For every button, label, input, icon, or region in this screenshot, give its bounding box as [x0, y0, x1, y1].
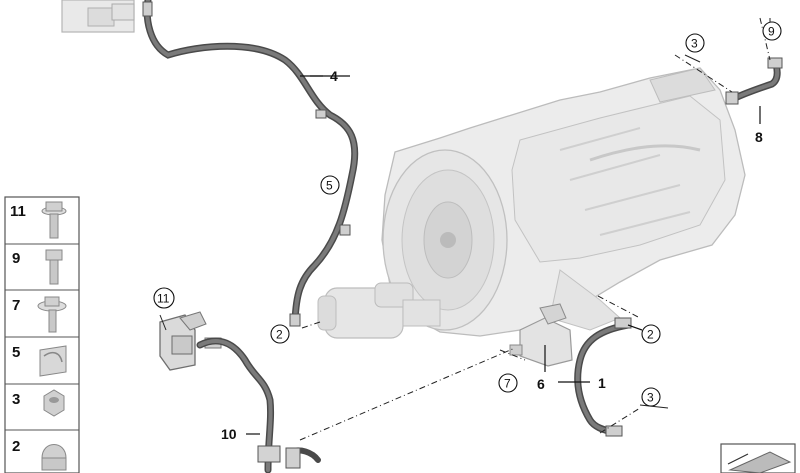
legend-item-3: 3 [12, 389, 65, 417]
transmission-housing [381, 67, 746, 337]
callout-2-right: 2 [641, 324, 661, 344]
fastener-legend: 11 9 7 5 [4, 196, 80, 473]
callout-7: 7 [498, 373, 518, 393]
leader-lines [159, 17, 771, 441]
callout-8-text: 8 [755, 129, 763, 145]
flange-bolt-icon [41, 201, 67, 239]
hex-nut-icon [43, 389, 65, 417]
callout-9-text: 9 [768, 25, 775, 39]
callout-10: 10 [221, 426, 237, 442]
legend-item-2: 2 [12, 438, 67, 471]
callout-10-text: 10 [221, 426, 237, 442]
legend-label-3: 3 [12, 391, 20, 408]
legend-item-7: 7 [12, 296, 67, 333]
cap-nut-icon [41, 444, 67, 471]
callout-1-text: 1 [598, 375, 606, 391]
cable-1 [574, 317, 632, 437]
callout-4-text: 4 [330, 68, 338, 84]
legend-label-11: 11 [10, 203, 26, 220]
legend-label-9: 9 [12, 250, 20, 267]
legend-item-9: 9 [12, 249, 63, 285]
cable-4-5 [142, 0, 359, 327]
legend-label-5: 5 [12, 344, 20, 361]
callout-6: 6 [537, 376, 545, 392]
legend-item-11: 11 [10, 201, 67, 239]
callout-1: 1 [598, 375, 606, 391]
callout-2-right-text: 2 [647, 328, 654, 342]
clip-nut-icon [39, 345, 67, 377]
callout-leaders [246, 75, 761, 435]
mounting-bracket [509, 303, 573, 367]
callout-11: 11 [153, 287, 175, 309]
callout-6-text: 6 [537, 376, 545, 392]
hex-bolt-icon [45, 249, 63, 285]
callout-4: 4 [330, 68, 338, 84]
callout-3-top: 3 [685, 33, 705, 53]
callout-3-bottom-text: 3 [647, 391, 654, 405]
legend-label-7: 7 [12, 297, 20, 314]
starter-motor [317, 282, 441, 339]
cable-10 [196, 337, 321, 473]
callout-2-left: 2 [270, 324, 290, 344]
legend-item-5: 5 [12, 344, 67, 377]
washer-screw-icon [37, 296, 67, 333]
callout-3-top-text: 3 [691, 37, 698, 51]
callout-2-left-text: 2 [276, 328, 283, 342]
upper-connector-part [61, 0, 135, 33]
callout-3-bottom: 3 [641, 387, 661, 407]
callout-5-text: 5 [326, 179, 333, 193]
callout-9: 9 [762, 21, 782, 41]
callout-8: 8 [755, 129, 763, 145]
cable-8 [725, 57, 783, 105]
callout-5: 5 [320, 175, 340, 195]
callout-11-text: 11 [157, 292, 170, 306]
legend-label-2: 2 [12, 438, 20, 455]
diagram-reference-icon [720, 443, 796, 473]
callout-7-text: 7 [504, 377, 511, 391]
